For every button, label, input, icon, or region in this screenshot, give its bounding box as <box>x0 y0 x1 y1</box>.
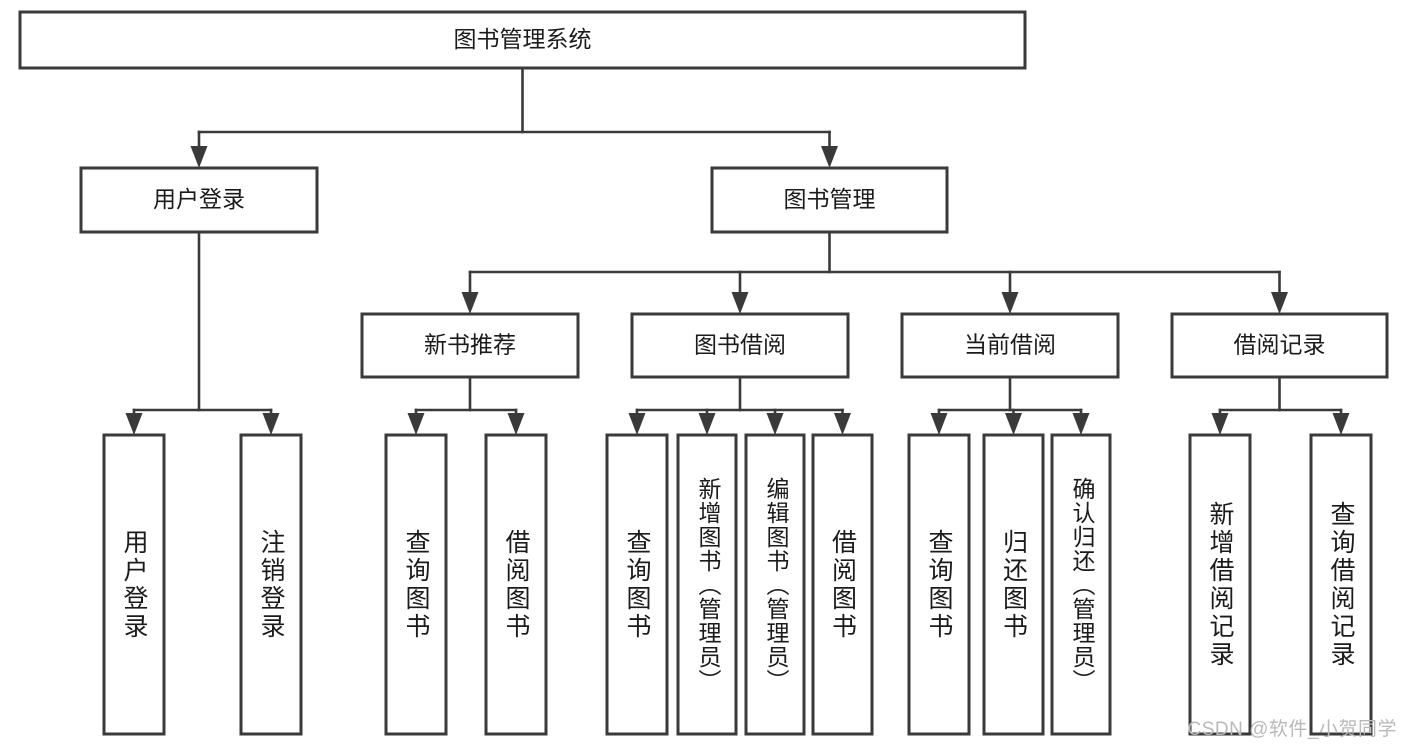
node-borrow-record-label: 借阅记录 <box>1234 332 1326 358</box>
node-leaf-logout-rect[interactable] <box>239 433 303 736</box>
node-leaf-borrow-book-2-rect[interactable] <box>811 433 874 736</box>
node-book-borrow-label: 图书借阅 <box>694 332 786 358</box>
borrow-record-to-leaves-arrow-1 <box>1211 408 1229 435</box>
node-current-borrow-rect[interactable] <box>900 312 1120 379</box>
node-leaf-edit-book[interactable] <box>744 433 806 736</box>
node-new-book-recommend[interactable]: 新书推荐 <box>360 312 580 379</box>
book-borrow-to-leaves-arrow-1 <box>628 408 646 435</box>
node-leaf-logout[interactable] <box>239 433 303 736</box>
node-leaf-user-login[interactable] <box>102 433 166 736</box>
book-borrow-to-leaves-arrow-4 <box>834 408 851 435</box>
node-leaf-query-book-2-rect[interactable] <box>605 433 669 736</box>
node-current-borrow[interactable]: 当前借阅 <box>900 312 1120 379</box>
node-leaf-edit-book-rect[interactable] <box>744 433 806 736</box>
book-manage-to-level3-arrow-3 <box>1001 270 1019 314</box>
current-borrow-to-leaves-arrow-2 <box>1005 408 1022 435</box>
node-book-manage-rect[interactable] <box>710 166 949 234</box>
node-borrow-record-rect[interactable] <box>1170 312 1389 379</box>
book-borrow-to-leaves-arrow-3 <box>766 408 784 435</box>
node-root-label: 图书管理系统 <box>454 26 592 52</box>
current-borrow-to-leaves-arrow-3 <box>1072 408 1090 435</box>
user-login-to-leaves-arrow-2 <box>262 408 280 435</box>
node-leaf-return-book[interactable] <box>982 433 1045 736</box>
book-manage-to-level3-arrow-2 <box>731 270 749 314</box>
node-leaf-add-record-rect[interactable] <box>1188 433 1252 736</box>
node-leaf-query-book-2[interactable] <box>605 433 669 736</box>
node-leaf-add-record[interactable] <box>1188 433 1252 736</box>
node-leaf-add-book-rect[interactable] <box>676 433 738 736</box>
node-current-borrow-label: 当前借阅 <box>964 332 1056 358</box>
node-book-borrow-rect[interactable] <box>630 312 850 379</box>
new-book-recommend-to-leaves-arrow-1 <box>407 408 425 435</box>
node-leaf-query-book-1-rect[interactable] <box>384 433 448 736</box>
node-leaf-query-record-rect[interactable] <box>1309 433 1373 736</box>
node-leaf-borrow-book-1-rect[interactable] <box>484 433 548 736</box>
node-user-login-label: 用户登录 <box>153 186 245 212</box>
node-borrow-record[interactable]: 借阅记录 <box>1170 312 1389 379</box>
node-leaf-query-book-1[interactable] <box>384 433 448 736</box>
node-leaf-user-login-rect[interactable] <box>102 433 166 736</box>
node-book-manage-label: 图书管理 <box>784 186 876 212</box>
node-book-borrow[interactable]: 图书借阅 <box>630 312 850 379</box>
node-leaf-return-book-rect[interactable] <box>982 433 1045 736</box>
node-leaf-confirm-return[interactable] <box>1050 433 1112 736</box>
user-login-to-leaves-arrow-1 <box>125 408 143 435</box>
book-manage-to-level3-arrow-4 <box>1271 270 1288 314</box>
node-root-rect[interactable] <box>18 10 1027 70</box>
node-leaf-query-book-3[interactable] <box>907 433 971 736</box>
node-root[interactable]: 图书管理系统 <box>18 10 1027 70</box>
node-leaf-borrow-book-2[interactable] <box>811 433 874 736</box>
connector-lines <box>125 66 1350 435</box>
node-new-book-recommend-rect[interactable] <box>360 312 580 379</box>
node-book-manage[interactable]: 图书管理 <box>710 166 949 234</box>
node-leaf-borrow-book-1[interactable] <box>484 433 548 736</box>
root-to-level2-arrow-2 <box>821 130 838 168</box>
current-borrow-to-leaves-arrow-1 <box>930 408 948 435</box>
node-leaf-add-book[interactable] <box>676 433 738 736</box>
node-new-book-recommend-label: 新书推荐 <box>424 332 516 358</box>
node-leaf-query-book-3-rect[interactable] <box>907 433 971 736</box>
node-user-login-rect[interactable] <box>79 166 319 234</box>
borrow-record-to-leaves-arrow-2 <box>1332 408 1350 435</box>
root-to-level2-arrow-1 <box>190 130 208 168</box>
watermark-text: CSDN @软件_小贺同学 <box>1187 719 1397 740</box>
book-borrow-to-leaves-arrow-2 <box>698 408 716 435</box>
book-manage-to-level3-arrow-1 <box>461 270 479 314</box>
node-user-login[interactable]: 用户登录 <box>79 166 319 234</box>
node-leaf-query-record[interactable] <box>1309 433 1373 736</box>
new-book-recommend-to-leaves-arrow-2 <box>507 408 525 435</box>
node-leaf-confirm-return-rect[interactable] <box>1050 433 1112 736</box>
